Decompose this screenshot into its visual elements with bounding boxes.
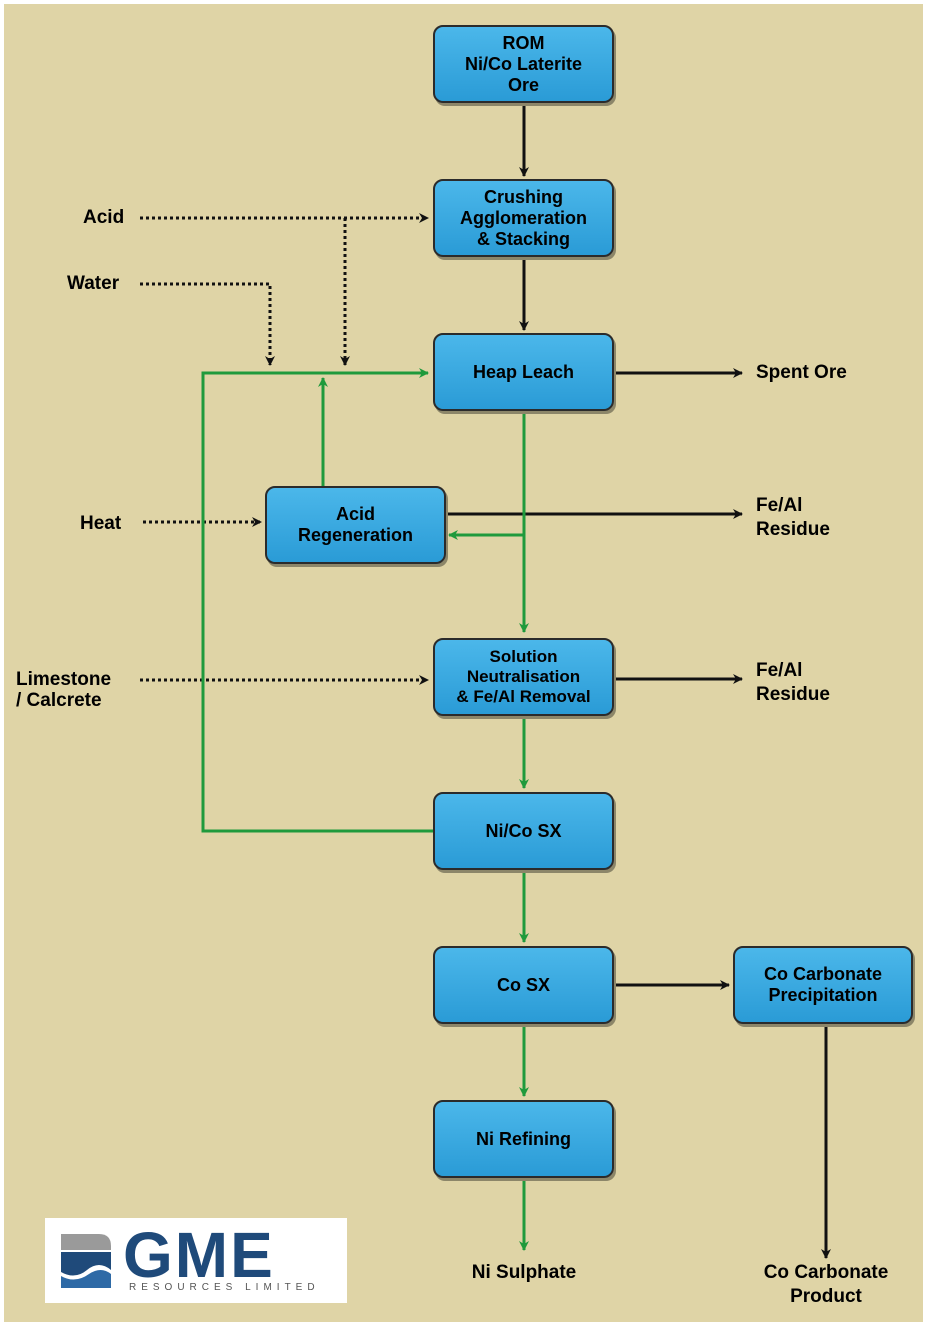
arrow-water-input [140,282,275,366]
box-crushing-line-3: & Stacking [476,228,570,249]
box-co-sx-label: Co SX [496,974,550,995]
box-crushing-line-1: Crushing [483,186,563,207]
output-fe-al-residue-1-line-2: Residue [756,519,830,540]
input-acid-label: Acid [83,207,125,228]
logo-wave-icon [61,1234,111,1288]
box-co-carbonate-line-2: Precipitation [768,985,878,1005]
box-ni-refining-label: Ni Refining [476,1128,571,1149]
logo-wordmark: GME [123,1219,275,1291]
box-co-sx: Co SX [433,946,614,1024]
input-water-label: Water [67,273,120,294]
box-nico-sx-label: Ni/Co SX [485,820,562,841]
box-co-carbonate-line-1: Co Carbonate [763,964,882,984]
gme-logo: GME RESOURCES LIMITED [45,1218,347,1303]
box-ni-refining: Ni Refining [433,1100,614,1178]
input-limestone-label: Limestone / Calcrete [16,669,111,711]
output-fe-al-residue-1: Fe/Al Residue [756,494,830,542]
input-heat-label: Heat [80,513,122,534]
box-rom-line-1: ROM [502,32,545,53]
output-ni-sulphate-label: Ni Sulphate [471,1262,577,1283]
output-fe-al-residue-2-line-1: Fe/Al [756,660,803,681]
output-spent-ore-label: Spent Ore [756,362,847,383]
box-heap-leach-label: Heap Leach [472,361,575,382]
input-limestone-line-2: / Calcrete [16,690,102,711]
output-fe-al-residue-2: Fe/Al Residue [756,659,830,707]
input-limestone-line-1: Limestone [16,669,112,690]
box-crushing-line-2: Agglomeration [459,207,587,228]
output-fe-al-residue-2-line-2: Residue [756,684,830,705]
box-solution-line-3: & Fe/Al Removal [456,687,591,706]
arrow-recycle-to-heap [201,368,433,833]
box-acid-regen-line-1: Acid [335,504,375,524]
output-co-carbonate-product-line-2: Product [790,1286,862,1307]
box-solution-line-2: Neutralisation [466,667,581,686]
box-nico-sx: Ni/Co SX [433,792,614,870]
logo-subtitle: RESOURCES LIMITED [129,1282,320,1293]
box-rom-line-2: Ni/Co Laterite [464,53,583,74]
output-co-carbonate-product-line-1: Co Carbonate [763,1262,889,1283]
output-co-carbonate-product: Co Carbonate Product [764,1261,889,1309]
box-solution-line-1: Solution [489,647,558,666]
output-fe-al-residue-1-line-1: Fe/Al [756,495,803,516]
box-heap-leach: Heap Leach [433,333,614,411]
box-rom-line-3: Ore [507,74,540,95]
box-acid-regen-line-2: Regeneration [297,525,414,545]
